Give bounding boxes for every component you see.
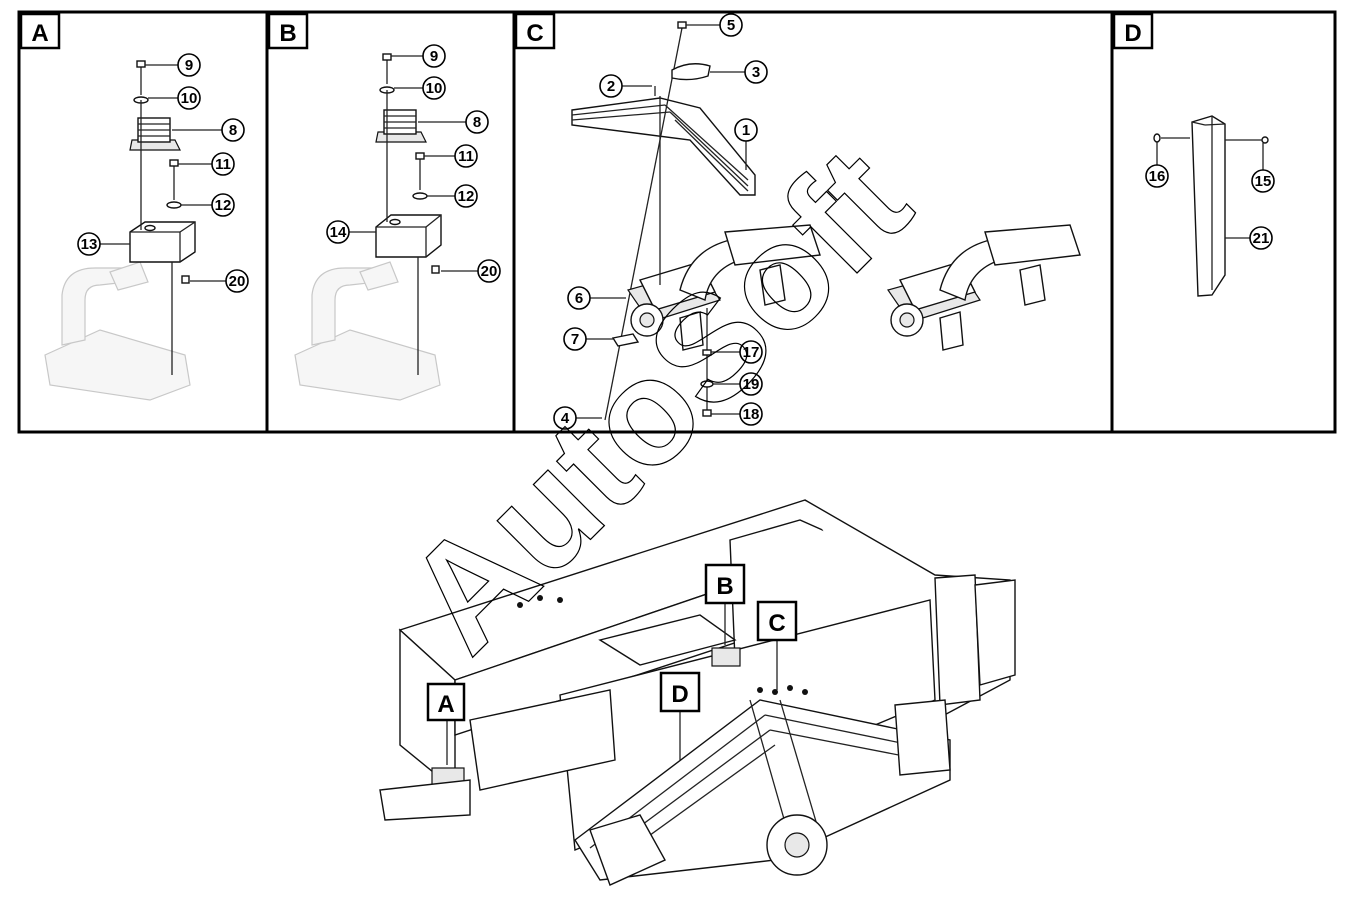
callout-a-11: 11 xyxy=(215,156,231,173)
callout-a-10: 10 xyxy=(181,90,198,107)
panel-label-d: D xyxy=(1112,12,1154,50)
callout-a-8: 8 xyxy=(229,122,237,139)
callout-b-10: 10 xyxy=(426,80,443,97)
svg-text:B: B xyxy=(716,573,733,600)
panel-label-c: C xyxy=(514,12,556,50)
callout-a-20: 20 xyxy=(229,273,246,290)
chassis-overview-illustration xyxy=(379,499,1016,886)
callout-c-3: 3 xyxy=(752,64,760,81)
svg-text:D: D xyxy=(1124,20,1141,47)
callout-c-2: 2 xyxy=(607,78,615,95)
callout-c-5: 5 xyxy=(727,17,735,34)
svg-text:A: A xyxy=(31,20,48,47)
callouts-panel-c: 5 3 2 1 6 7 17 19 4 18 xyxy=(553,13,768,430)
callout-b-8: 8 xyxy=(473,114,481,131)
callout-c-6: 6 xyxy=(575,290,583,307)
callout-a-13: 13 xyxy=(81,236,98,253)
panel-label-b: B xyxy=(267,12,309,50)
callout-d-15: 15 xyxy=(1255,173,1272,190)
callout-b-12: 12 xyxy=(458,188,475,205)
svg-text:C: C xyxy=(526,20,543,47)
panel-c-drawing xyxy=(571,21,1081,421)
callout-b-14: 14 xyxy=(330,224,347,241)
panel-a-drawing xyxy=(44,60,196,401)
callout-c-1: 1 xyxy=(742,122,750,139)
location-marker-b: B xyxy=(704,563,746,605)
svg-text:D: D xyxy=(671,681,688,708)
callout-c-7: 7 xyxy=(571,331,579,348)
callouts-panel-a: 9 10 8 11 12 13 20 xyxy=(77,53,249,293)
panel-frames xyxy=(17,10,1337,434)
callout-a-9: 9 xyxy=(185,57,193,74)
callout-d-16: 16 xyxy=(1149,168,1166,185)
location-marker-d: D xyxy=(659,671,701,713)
callout-c-18: 18 xyxy=(743,406,760,423)
callout-a-12: 12 xyxy=(215,197,232,214)
callout-d-21: 21 xyxy=(1253,230,1270,247)
panel-d-drawing xyxy=(1153,115,1269,297)
panel-b-drawing xyxy=(294,53,442,401)
svg-text:C: C xyxy=(768,610,785,637)
callout-c-4: 4 xyxy=(561,410,570,427)
panel-label-a: A xyxy=(19,12,61,50)
callout-b-9: 9 xyxy=(430,48,438,65)
callouts-panel-d: 16 15 21 xyxy=(1145,142,1275,250)
svg-text:B: B xyxy=(279,20,296,47)
svg-text:A: A xyxy=(437,691,454,718)
callout-b-11: 11 xyxy=(458,148,474,165)
location-marker-c: C xyxy=(756,600,798,642)
callout-c-19: 19 xyxy=(743,376,760,393)
location-marker-a: A xyxy=(426,682,466,722)
callout-b-20: 20 xyxy=(481,263,498,280)
callouts-panel-b: 9 10 8 11 12 14 20 xyxy=(326,44,501,283)
callout-c-17: 17 xyxy=(743,344,760,361)
